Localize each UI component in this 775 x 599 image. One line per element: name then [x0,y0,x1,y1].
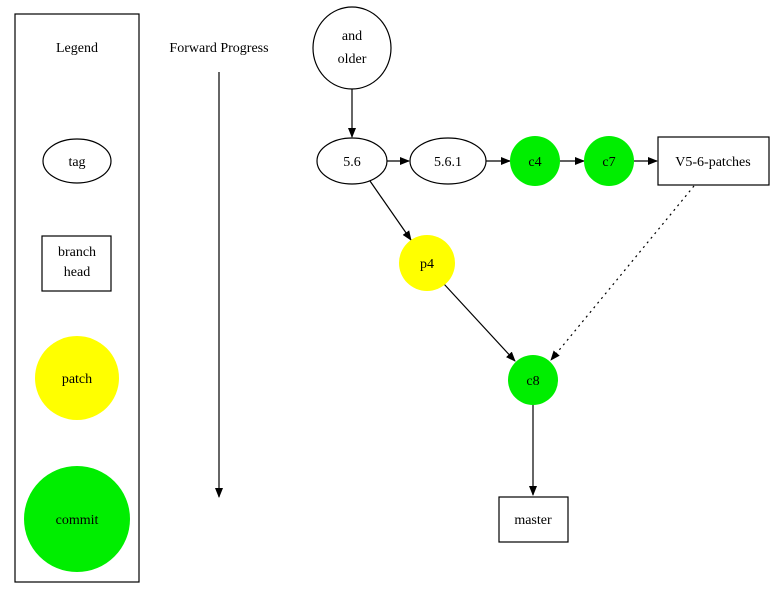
node-branch-v5-6-patches: V5-6-patches [657,136,770,186]
legend-commit-label: commit [56,513,99,528]
node-c7: c7 [584,136,634,186]
node-p4: p4 [399,235,455,291]
node-master-shape [498,496,569,543]
node-tag-5-6-label: 5.6 [343,155,361,170]
node-c4-shape [510,136,560,186]
edge-5-6-to-p4 [369,180,412,241]
node-and-older-label-1: and [342,29,362,44]
node-tag-5-6: 5.6 [316,137,388,185]
edge-p4-to-c8 [443,283,516,362]
edges [348,89,695,496]
node-tag-5-6-shape [316,137,388,185]
forward-progress-label: Forward Progress [169,41,268,56]
legend-title: Legend [56,41,98,56]
node-c4: c4 [510,136,560,186]
node-and-older-label-2: older [338,52,367,67]
edge-branch-to-c8-dotted [550,185,695,361]
node-master: master [498,496,569,543]
node-branch-v5-6-patches-shape [657,136,770,186]
node-tag-5-6-1-label: 5.6.1 [434,155,462,170]
node-c8-label: c8 [526,374,539,389]
forward-progress: Forward Progress [169,41,269,498]
node-branch-v5-6-patches-label: V5-6-patches [675,155,750,170]
legend-tag-label: tag [68,155,85,170]
node-p4-label: p4 [420,257,434,272]
node-c4-label: c4 [528,155,541,170]
node-and-older: and older [312,6,392,90]
node-c7-shape [584,136,634,186]
legend-branch-label-1: branch [58,245,96,260]
legend-commit-shape [24,466,130,572]
legend-branch-label-2: head [64,265,90,280]
node-tag-5-6-1-shape [409,137,487,185]
legend-frame [14,13,140,583]
node-c8-shape [508,355,558,405]
legend: Legend tag branch head patch commit [14,13,140,583]
node-c7-label: c7 [602,155,615,170]
node-p4-shape [399,235,455,291]
legend-patch-label: patch [62,372,92,387]
node-master-label: master [514,513,552,528]
node-and-older-shape [312,6,392,90]
node-c8: c8 [508,355,558,405]
legend-patch-shape [35,336,119,420]
legend-tag-shape [42,138,112,184]
node-tag-5-6-1: 5.6.1 [409,137,487,185]
nodes: and older 5.6 5.6.1 c4 c7 V5-6-patches p… [312,6,770,543]
legend-branch-shape [41,235,112,292]
